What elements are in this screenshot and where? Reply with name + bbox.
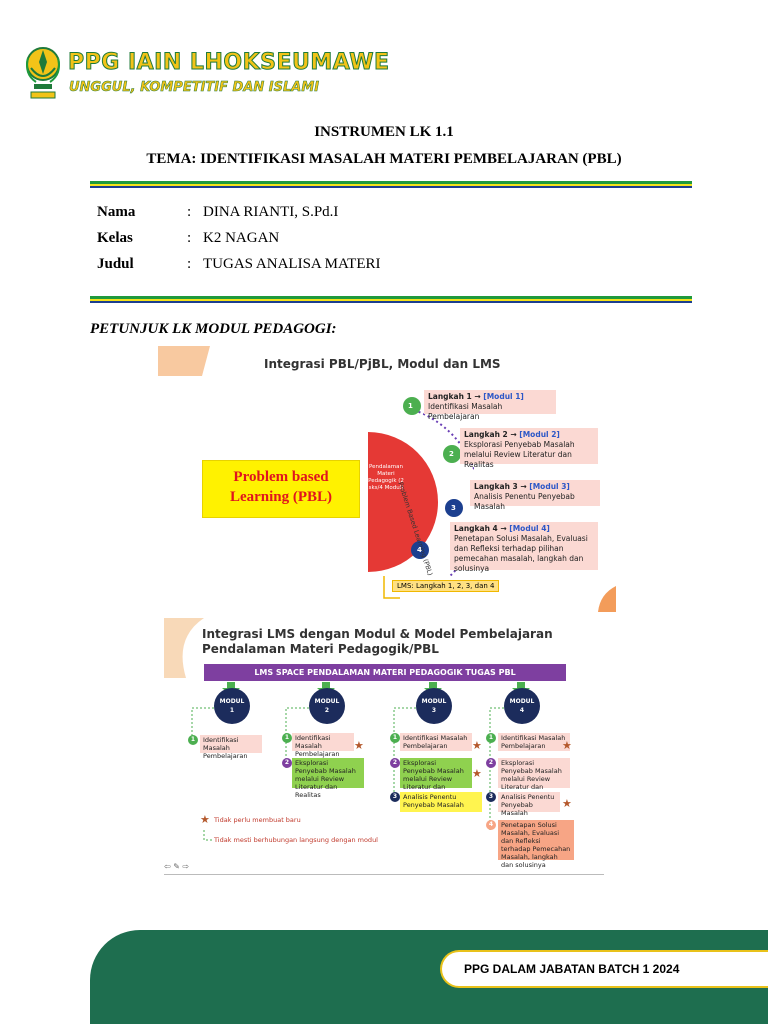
field-value: DINA RIANTI, S.Pd.I (203, 204, 339, 220)
module-number: 2 (324, 707, 330, 714)
pbl-label-box: Problem based Learning (PBL) (202, 460, 360, 518)
lms-space-banner: LMS SPACE PENDALAMAN MATERI PEDAGOGIK TU… (204, 664, 566, 681)
module-label: MODUL (219, 698, 245, 705)
semicircle-label: Pendalaman Materi Pedagogik (2 sks/4 Mod… (368, 464, 404, 491)
slide-corner-decoration (164, 618, 204, 678)
slide2-title-line1: Integrasi LMS dengan Modul & Model Pembe… (202, 627, 553, 641)
field-label: Nama (97, 204, 136, 220)
item-number: 3 (390, 792, 400, 802)
pbl-label-line: Learning (PBL) (229, 489, 333, 505)
step-module: [Modul 4] (509, 524, 550, 533)
item-number: 4 (486, 820, 496, 830)
legend-star-text: Tidak perlu membuat baru (214, 816, 301, 824)
field-value: TUGAS ANALISA MATERI (203, 256, 381, 272)
slide-corner-decoration (598, 586, 616, 612)
item-number: 2 (486, 758, 496, 768)
module-4-circle: MODUL 4 (504, 688, 540, 724)
slide1-title: Integrasi PBL/PjBL, Modul dan LMS (264, 357, 501, 371)
module-label: MODUL (509, 698, 535, 705)
slide-lms-integration: Integrasi LMS dengan Modul & Model Pembe… (164, 618, 604, 875)
step-box-4: Langkah 4 → [Modul 4] Penetapan Solusi M… (450, 522, 598, 573)
lms-steps-tag: LMS: Langkah 1, 2, 3, dan 4 (392, 580, 500, 592)
step-box-2: Langkah 2 → [Modul 2] Eksplorasi Penyeba… (460, 428, 598, 469)
pbl-label-line: Problem based (233, 469, 329, 485)
field-label: Judul (97, 256, 134, 272)
item-number: 1 (282, 733, 292, 743)
step-desc: Penetapan Solusi Masalah, Evaluasi dan R… (454, 534, 588, 573)
item-number: 3 (486, 792, 496, 802)
module-number: 4 (519, 707, 525, 714)
field-value: K2 NAGAN (203, 230, 280, 246)
top-divider (90, 181, 692, 188)
slide-nav-controls[interactable]: ⇦ ✎ ⇨ (164, 862, 190, 871)
legend-star-icon: ★ (200, 813, 210, 826)
star-icon: ★ (472, 739, 482, 752)
item-identifikasi: Identifikasi Masalah Pembelajaran (292, 733, 354, 758)
item-eksplorasi: Eksplorasi Penyebab Masalah melalui Revi… (292, 758, 364, 799)
item-number: 1 (486, 733, 496, 743)
step-module: [Modul 3] (529, 482, 570, 491)
logo-title: PPG IAIN LHOKSEUMAWE (68, 50, 390, 76)
item-identifikasi: Identifikasi Masalah Pembelajaran (498, 733, 570, 751)
item-penetapan: Penetapan Solusi Masalah, Evaluasi dan R… (498, 820, 574, 869)
step-head: Langkah 2 → (464, 430, 520, 439)
module-label: MODUL (421, 698, 447, 705)
legend-dashed-text: Tidak mesti berhubungan langsung dengan … (214, 836, 378, 844)
module-3-circle: MODUL 3 (416, 688, 452, 724)
module-number: 3 (431, 707, 437, 714)
item-eksplorasi: Eksplorasi Penyebab Masalah melalui Revi… (498, 758, 570, 799)
step-module: [Modul 1] (483, 392, 524, 401)
item-number: 2 (282, 758, 292, 768)
instruction-heading: PETUNJUK LK MODUL PEDAGOGI: (90, 321, 337, 337)
step-desc: Identifikasi Masalah Pembelajaran (428, 402, 503, 421)
step-desc: Eksplorasi Penyebab Masalah melalui Revi… (464, 440, 575, 469)
field-colon: : (187, 256, 192, 272)
module-1-circle: MODUL 1 (214, 688, 250, 724)
item-number: 2 (390, 758, 400, 768)
pbl-cycle-diagram (368, 397, 474, 599)
document-theme: TEMA: IDENTIFIKASI MASALAH MATERI PEMBEL… (146, 151, 622, 167)
step-number: 3 (451, 504, 456, 512)
field-label: Kelas (97, 230, 133, 246)
item-identifikasi: Identifikasi Masalah Pembelajaran (200, 735, 262, 760)
item-number: 1 (188, 735, 198, 745)
step-module: [Modul 2] (519, 430, 560, 439)
slide2-title-line2: Pendalaman Materi Pedagogik/PBL (202, 642, 439, 656)
step-number: 4 (417, 546, 422, 554)
step-number: 2 (449, 450, 454, 458)
item-identifikasi: Identifikasi Masalah Pembelajaran (400, 733, 472, 751)
star-icon: ★ (472, 767, 482, 780)
step-number: 1 (408, 402, 413, 410)
bottom-divider (90, 296, 692, 303)
item-eksplorasi: Eksplorasi Penyebab Masalah melalui Revi… (400, 758, 472, 799)
step-head: Langkah 3 → (474, 482, 530, 491)
document-title: INSTRUMEN LK 1.1 (314, 124, 454, 140)
step-desc: Analisis Penentu Penyebab Masalah (474, 492, 575, 511)
iain-logo-emblem (26, 47, 60, 99)
slide-corner-decoration (158, 346, 210, 376)
star-icon: ★ (354, 739, 364, 752)
step-head: Langkah 1 → (428, 392, 484, 401)
field-colon: : (187, 204, 192, 220)
step-head: Langkah 4 → (454, 524, 510, 533)
star-icon: ★ (562, 797, 572, 810)
step-box-1: Langkah 1 → [Modul 1] Identifikasi Masal… (424, 390, 556, 421)
step-box-3: Langkah 3 → [Modul 3] Analisis Penentu P… (470, 480, 600, 511)
footer-label: PPG DALAM JABATAN BATCH 1 2024 (440, 950, 768, 988)
item-analisis: Analisis Penentu Penyebab Masalah (498, 792, 560, 817)
logo-subtitle: UNGGUL, KOMPETITIF DAN ISLAMI (69, 80, 320, 96)
slide-pbl-integration: Integrasi PBL/PjBL, Modul dan LMS Proble… (158, 346, 616, 612)
item-number: 1 (390, 733, 400, 743)
module-2-circle: MODUL 2 (309, 688, 345, 724)
legend-dashed-icon (203, 830, 212, 841)
module-number: 1 (229, 707, 235, 714)
field-colon: : (187, 230, 192, 246)
module-label: MODUL (314, 698, 340, 705)
item-analisis: Analisis Penentu Penyebab Masalah (400, 792, 482, 812)
star-icon: ★ (562, 739, 572, 752)
